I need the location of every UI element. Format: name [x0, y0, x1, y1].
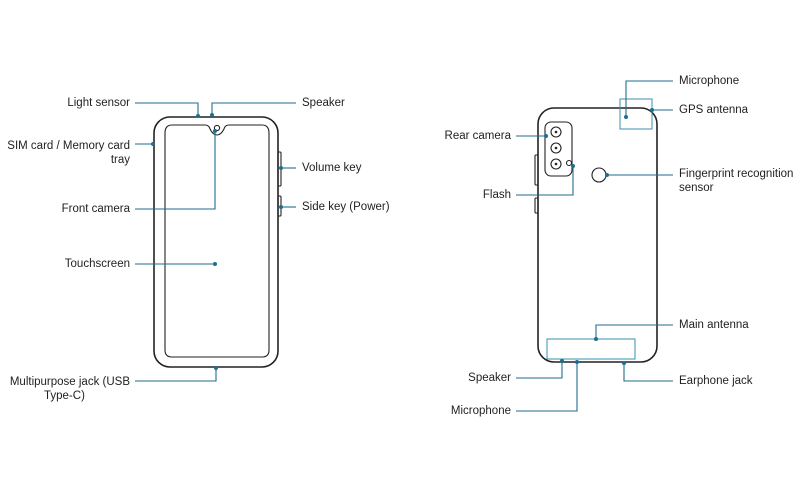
top-antenna-zone — [619, 98, 653, 130]
leader-touchscreen-dot — [213, 262, 217, 266]
label-usb-jack-line2: Type-C) — [44, 390, 85, 402]
back-side-button-upper — [534, 154, 539, 186]
leader-side-key-dot — [279, 205, 283, 209]
leader-sim-tray-dot — [151, 142, 155, 146]
rear-lens-1-center — [554, 130, 558, 134]
leader-microphone-bottom-dot — [575, 360, 579, 364]
fingerprint-sensor-shape — [591, 167, 607, 183]
leader-earphone-jack — [623, 364, 673, 382]
label-sim-tray-line2: tray — [110, 154, 130, 166]
bottom-antenna-zone — [546, 338, 636, 360]
front-screen-outline — [164, 124, 270, 358]
leader-microphone-top — [625, 80, 673, 116]
label-earphone-jack: Earphone jack — [679, 375, 753, 387]
label-main-antenna: Main antenna — [679, 319, 749, 331]
rear-lens-3 — [550, 158, 562, 170]
label-volume-key: Volume key — [302, 162, 362, 174]
label-fingerprint-line1: Fingerprint recognition — [679, 168, 794, 180]
leader-rear-camera-dot — [544, 134, 548, 138]
flash-shape — [565, 159, 573, 167]
leader-light-sensor-dot — [196, 114, 200, 118]
label-speaker-front: Speaker — [302, 97, 345, 109]
label-touchscreen: Touchscreen — [64, 258, 130, 270]
leader-fingerprint-dot — [605, 173, 609, 177]
leader-speaker-front — [211, 102, 296, 114]
leader-earphone-jack-dot — [622, 361, 626, 365]
label-speaker-back: Speaker — [468, 372, 511, 384]
label-fingerprint-line2: sensor — [679, 182, 714, 194]
label-light-sensor: Light sensor — [67, 97, 130, 109]
label-gps-antenna: GPS antenna — [679, 104, 749, 116]
label-microphone-bottom: Microphone — [450, 405, 511, 417]
rear-lens-1 — [550, 126, 562, 138]
leader-gps-antenna-dot — [650, 108, 654, 112]
leader-speaker-front-dot — [210, 113, 214, 117]
label-rear-camera: Rear camera — [444, 130, 511, 142]
front-phone-body — [153, 116, 279, 368]
leader-front-camera — [135, 132, 216, 210]
label-usb-jack-line1: Multipurpose jack (USB — [9, 376, 130, 388]
leader-speaker-back — [516, 362, 563, 379]
leader-microphone-top-dot — [624, 115, 628, 119]
rear-lens-2 — [550, 142, 562, 154]
label-flash: Flash — [482, 189, 511, 201]
leader-microphone-bottom — [516, 363, 578, 412]
leader-usb-jack-dot — [214, 366, 218, 370]
back-side-button-lower — [534, 197, 539, 214]
camera-module — [544, 121, 573, 177]
leader-volume-key-dot — [279, 166, 283, 170]
leader-main-antenna-dot — [594, 337, 598, 341]
leader-usb-jack — [135, 369, 217, 382]
leader-front-camera-dot — [213, 129, 217, 133]
leader-speaker-back-dot — [560, 359, 564, 363]
leader-main-antenna — [595, 324, 673, 339]
label-side-key: Side key (Power) — [302, 201, 390, 213]
leader-light-sensor — [135, 102, 199, 115]
label-front-camera: Front camera — [61, 203, 130, 215]
front-view — [135, 102, 296, 382]
leader-flash-dot — [571, 164, 575, 168]
label-sim-tray-line1: SIM card / Memory card — [7, 140, 130, 152]
rear-lens-3-center — [554, 162, 558, 166]
back-view — [516, 80, 673, 412]
front-camera-lens — [213, 124, 221, 132]
leader-flash — [516, 167, 574, 196]
rear-lens-2-center — [554, 146, 558, 150]
label-microphone-top: Microphone — [679, 75, 740, 87]
back-phone-body — [537, 107, 658, 363]
